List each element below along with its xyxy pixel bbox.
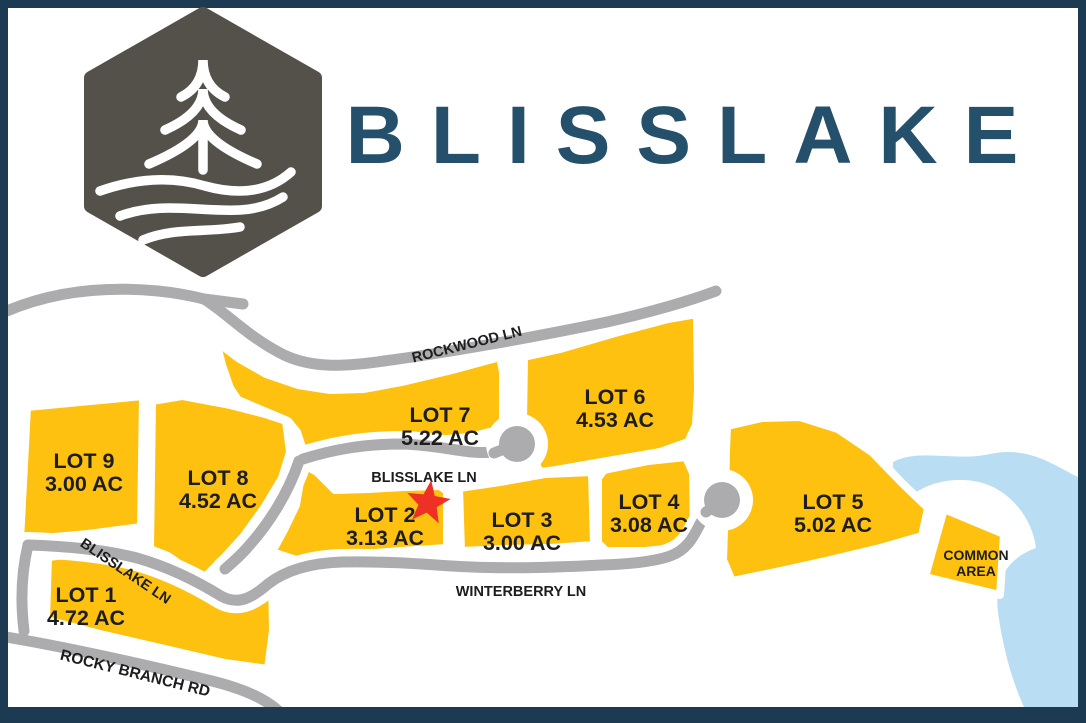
lot-2-parcel <box>268 460 451 565</box>
lot-6-label: LOT 6 <box>585 385 646 409</box>
lot-2-label: LOT 2 <box>355 503 416 527</box>
road-label-blisslake-ln-upper: BLISSLAKE LN <box>371 470 477 486</box>
pine-tree-icon <box>144 59 262 175</box>
lot-5-label: LOT 5 <box>803 490 864 514</box>
road-blisslake-connector <box>219 455 305 575</box>
lot-1-label: LOT 1 <box>56 583 117 607</box>
road-label-winterberry-ln: WINTERBERRY LN <box>456 584 587 600</box>
common-area-label-line2: AREA <box>956 563 996 579</box>
road-blisslake-ln-upper <box>297 438 518 465</box>
cul-de-sac-2 <box>691 469 753 531</box>
road-approach-north <box>8 283 249 317</box>
lot-6-acreage: 4.53 AC <box>576 408 654 432</box>
lot-8-acreage: 4.52 AC <box>179 489 257 513</box>
lot-1-acreage: 4.72 AC <box>47 606 125 630</box>
lot-2-acreage: 3.13 AC <box>346 526 424 550</box>
brand-title: BLISSLAKE <box>346 90 1045 181</box>
lot-4-acreage: 3.08 AC <box>610 513 688 537</box>
lot-4-label: LOT 4 <box>619 490 680 514</box>
water-waves-icon <box>95 167 296 245</box>
lot-8-label: LOT 8 <box>188 466 249 490</box>
lot-3-parcel <box>455 468 598 555</box>
blisslake-logo <box>84 7 322 277</box>
common-area-label-line1: COMMON <box>943 547 1008 563</box>
lot-3-acreage: 3.00 AC <box>483 531 561 555</box>
lot-2-star-marker <box>407 480 451 524</box>
cul-de-sac-1 <box>486 413 548 475</box>
lot-3-label: LOT 3 <box>492 508 553 532</box>
lot-9-label: LOT 9 <box>54 449 115 473</box>
road-west-spur <box>16 539 34 637</box>
lot-7-label: LOT 7 <box>410 403 471 427</box>
common-area-parcel <box>921 505 1008 599</box>
lot-9-acreage: 3.00 AC <box>45 472 123 496</box>
road-rockwood-ln <box>198 285 722 371</box>
road-winterberry-ln <box>22 495 726 606</box>
lot-9-parcel <box>16 392 147 544</box>
road-rocky-branch-rd <box>8 631 283 707</box>
lot-5-acreage: 5.02 AC <box>794 513 872 537</box>
lot-7-acreage: 5.22 AC <box>401 426 479 450</box>
